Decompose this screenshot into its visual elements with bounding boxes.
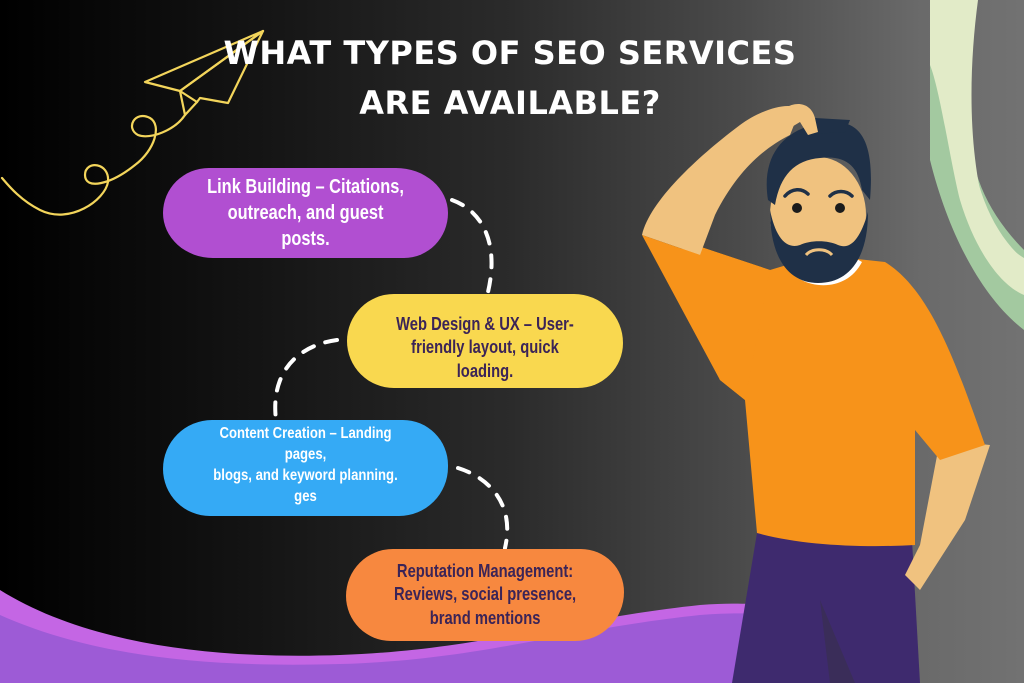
service-text: Reputation Management: Reviews, social p… — [393, 560, 577, 628]
service-pill-content-creation: Content Creation – Landing pages, blogs,… — [163, 420, 448, 516]
page-title: WHAT TYPES OF SEO SERVICES ARE AVAILABLE… — [180, 28, 840, 128]
service-pill-link-building: Link Building – Citations, outreach, and… — [163, 168, 448, 258]
service-text: Web Design & UX – User- friendly layout,… — [396, 313, 574, 381]
service-text: Link Building – Citations, outreach, and… — [207, 176, 404, 250]
service-text: Content Creation – Landing pages, blogs,… — [213, 425, 398, 505]
service-pill-web-design: Web Design & UX – User- friendly layout,… — [347, 294, 623, 388]
title-line-1: WHAT TYPES OF SEO SERVICES — [223, 34, 797, 72]
title-line-2: ARE AVAILABLE? — [359, 84, 661, 122]
service-pill-reputation-management: Reputation Management: Reviews, social p… — [346, 549, 624, 641]
